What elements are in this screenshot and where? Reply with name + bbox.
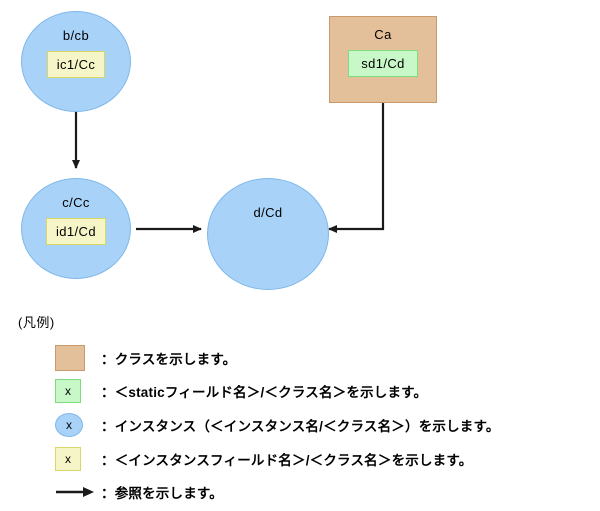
instance-field-swatch-icon: x <box>55 447 81 471</box>
legend-text-class: ：クラスを示します。 <box>101 352 237 367</box>
legend-row-instance: x ：インスタンス（＜インスタンス名/＜クラス名＞）を示します。 <box>55 410 500 440</box>
legend-title: (凡例) <box>18 315 55 330</box>
node-title-d: d/Cd <box>253 204 283 220</box>
legend-text-instance: ：インスタンス（＜インスタンス名/＜クラス名＞）を示します。 <box>101 419 500 434</box>
node-instance-d[interactable]: d/Cd <box>207 178 329 290</box>
node-class-Ca[interactable]: Ca sd1/Cd <box>329 16 437 103</box>
legend-swatch-arrow-wrap <box>55 485 101 499</box>
node-instance-c[interactable]: c/Cc id1/Cd <box>21 178 131 279</box>
edge-Ca-to-d <box>328 103 385 233</box>
static-field-swatch-icon: x <box>55 379 81 403</box>
node-title-c: c/Cc <box>62 195 90 210</box>
class-swatch-icon <box>55 345 85 371</box>
legend: (凡例) ：クラスを示します。 x ：＜staticフィールド名＞/＜クラス名＞… <box>0 300 600 511</box>
node-instance-b[interactable]: b/cb ic1/Cc <box>21 11 131 112</box>
legend-swatch-class-wrap <box>55 345 101 371</box>
legend-text-instance-field: ：＜インスタンスフィールド名＞/＜クラス名＞を示します。 <box>101 453 473 468</box>
legend-swatch-ifield-wrap: x <box>55 447 101 471</box>
legend-text-reference: ：参照を示します。 <box>101 486 223 501</box>
node-title-b: b/cb <box>62 28 90 43</box>
legend-row-instance-field: x ：＜インスタンスフィールド名＞/＜クラス名＞を示します。 <box>55 444 472 474</box>
instance-swatch-icon: x <box>55 413 83 437</box>
legend-text-static-field: ：＜staticフィールド名＞/＜クラス名＞を示します。 <box>101 385 428 400</box>
legend-row-class: ：クラスを示します。 <box>55 343 236 373</box>
legend-row-reference: ：参照を示します。 <box>55 477 223 507</box>
legend-swatch-instance-wrap: x <box>55 413 101 437</box>
arrow-swatch-icon <box>56 487 94 497</box>
instance-field-ic1: ic1/Cc <box>46 51 106 78</box>
static-field-sd1: sd1/Cd <box>348 50 418 77</box>
instance-field-id1: id1/Cd <box>46 218 106 245</box>
object-reference-diagram: b/cb ic1/Cc c/Cc id1/Cd d/Cd Ca sd1/Cd <box>21 11 437 290</box>
legend-swatch-static-wrap: x <box>55 379 101 403</box>
edge-layer <box>72 103 385 233</box>
node-title-Ca: Ca <box>374 27 392 42</box>
legend-row-static-field: x ：＜staticフィールド名＞/＜クラス名＞を示します。 <box>55 376 427 406</box>
